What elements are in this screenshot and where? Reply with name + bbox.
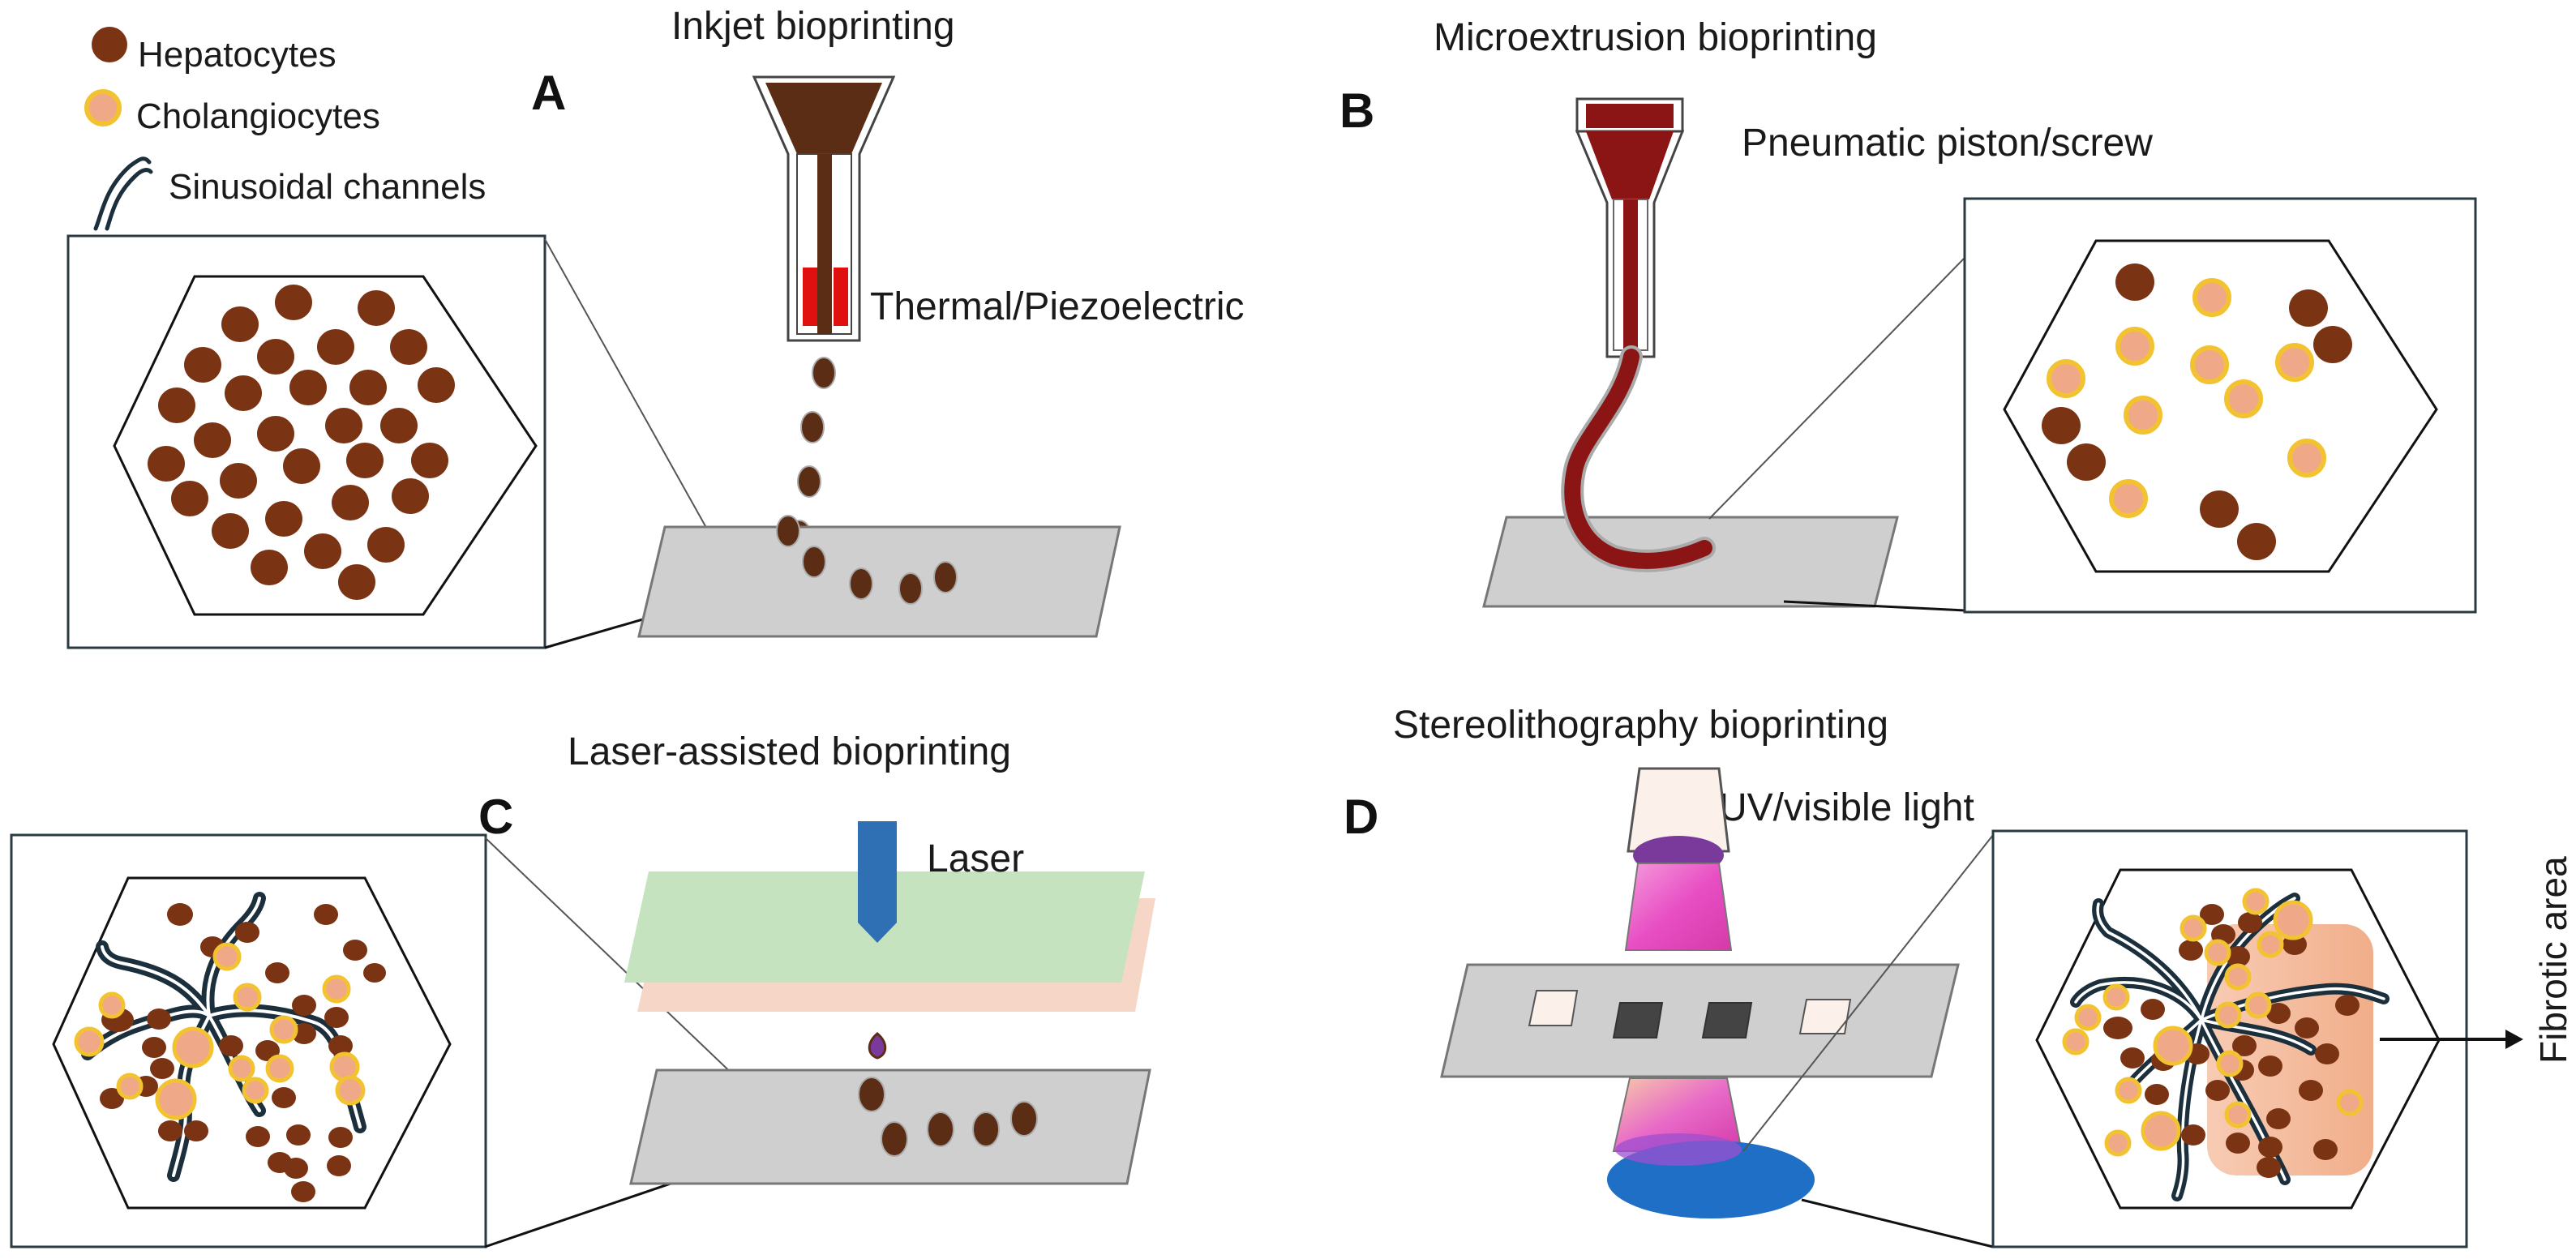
panel-c-cholangiocytes xyxy=(74,942,366,1120)
panel-b: B Microextrusion bioprinting Pneumatic p… xyxy=(1339,16,2477,614)
panel-c-zoom-connector-top xyxy=(484,837,759,1099)
panel-d: D Stereolithography bioprinting UV/visib… xyxy=(1344,704,2574,1248)
panel-a-zoom-connector-top xyxy=(544,238,706,527)
panel-d-cured-spot xyxy=(1615,1133,1742,1166)
panel-d-light-source xyxy=(1627,767,1730,853)
panel-b-cholangiocytes xyxy=(2047,278,2326,518)
legend-cholangiocytes-label: Cholangiocytes xyxy=(136,96,380,136)
panel-a: A Inkjet bioprinting Thermal/Piezoelectr… xyxy=(66,5,1244,649)
panel-a-title: Inkjet bioprinting xyxy=(671,5,955,48)
panel-d-mask-block xyxy=(1701,1002,1753,1038)
panel-c-title: Laser-assisted bioprinting xyxy=(568,730,1011,773)
panel-a-heater-element xyxy=(834,268,848,326)
panel-b-zoom-connector-bottom xyxy=(1783,600,1965,612)
legend-hepatocytes-label: Hepatocytes xyxy=(138,35,336,75)
panel-b-letter: B xyxy=(1339,84,1374,138)
legend: Hepatocytes Cholangiocytes Sinusoidal ch… xyxy=(84,27,486,231)
panel-c-hepatocytes xyxy=(100,903,386,1202)
panel-c-laser-beam xyxy=(858,821,897,943)
panel-b-title: Microextrusion bioprinting xyxy=(1434,16,1877,59)
panel-a-print-stage xyxy=(637,525,1121,638)
panel-d-zoom-connector-top xyxy=(1742,834,1994,1152)
panel-b-actuator-label: Pneumatic piston/screw xyxy=(1742,122,2153,165)
legend-hepatocyte-icon xyxy=(92,27,127,62)
panel-b-bioink-strand xyxy=(1564,349,1712,569)
panel-d-mask-window xyxy=(1798,999,1852,1034)
panel-d-light-label: UV/visible light xyxy=(1719,786,1974,829)
panel-c-laser-label: Laser xyxy=(927,837,1024,880)
panel-d-letter: D xyxy=(1344,790,1378,844)
panel-a-letter: A xyxy=(531,66,566,120)
panel-d-light-beam-upper xyxy=(1624,863,1733,951)
panel-b-hepatocytes xyxy=(2042,263,2352,560)
panel-d-fibrotic-arrow-head xyxy=(2505,1030,2523,1049)
legend-sinusoidal-channels-label: Sinusoidal channels xyxy=(169,167,486,207)
panel-c-ejected-droplet xyxy=(868,1032,887,1060)
panel-c: C Laser-assisted bioprinting xyxy=(10,730,1155,1248)
panel-b-zoom-connector-top xyxy=(1708,257,1965,520)
panel-d-photomask-stage xyxy=(1440,963,1960,1078)
panel-d-mask-window xyxy=(1528,990,1579,1026)
legend-cholangiocyte-icon xyxy=(84,89,122,126)
panel-d-fibrotic-label: Fibrotic area xyxy=(2532,856,2574,1064)
panel-b-extrusion-printhead xyxy=(1575,97,1685,358)
legend-sinusoidal-channel-icon xyxy=(93,156,153,231)
panel-a-hepatocytes xyxy=(148,285,455,600)
panel-d-hepatocytes xyxy=(2103,904,2360,1178)
panel-d-cholangiocytes xyxy=(2062,888,2364,1157)
panel-c-printed-droplets xyxy=(858,1077,1038,1157)
panel-d-zoom-connector-bottom xyxy=(1801,1198,1994,1248)
panel-c-lobule-hexagon xyxy=(52,876,452,1210)
panel-a-actuator-label: Thermal/Piezoelectric xyxy=(870,285,1244,328)
panel-d-mask-block xyxy=(1612,1002,1664,1038)
panel-a-printed-droplets xyxy=(776,515,958,605)
panel-a-heater-element xyxy=(803,268,817,326)
panel-a-inkjet-printhead xyxy=(752,75,896,342)
panel-d-title: Stereolithography bioprinting xyxy=(1393,704,1888,747)
